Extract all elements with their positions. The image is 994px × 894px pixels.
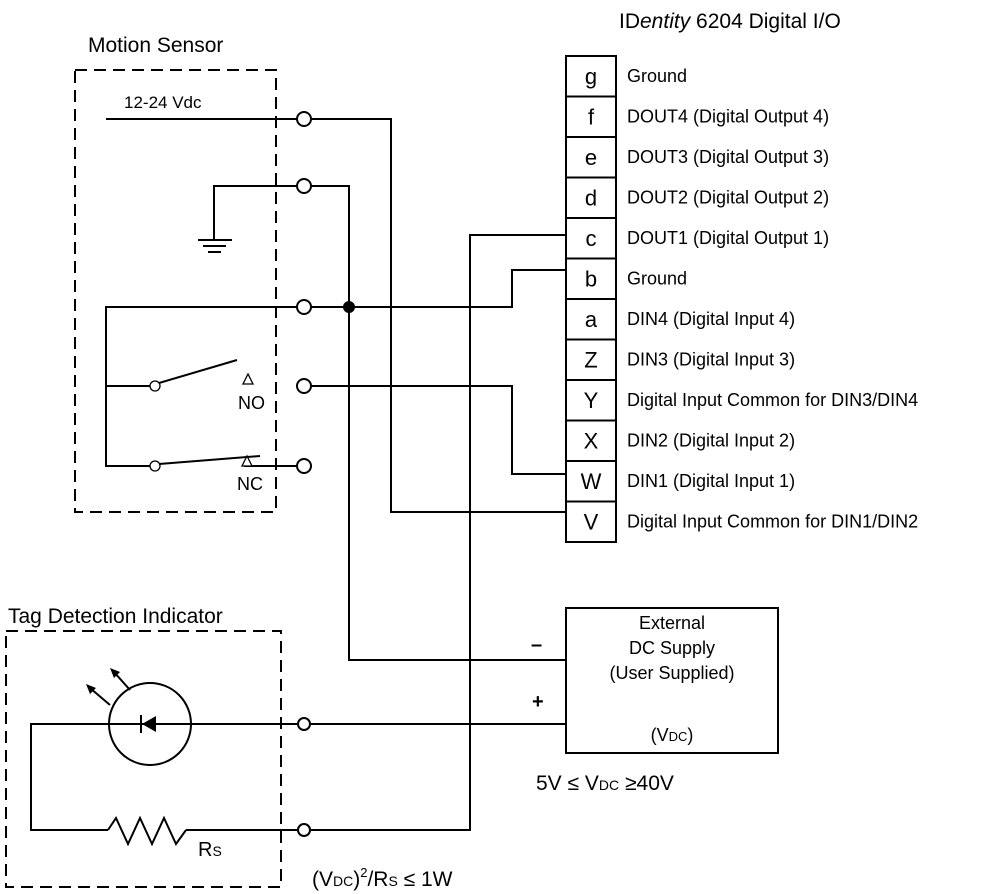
nc-label: NC bbox=[237, 474, 263, 494]
terminal-pin-label: Y bbox=[584, 388, 599, 413]
supply-line-3: (User Supplied) bbox=[609, 663, 734, 683]
minus-sign: – bbox=[531, 634, 542, 656]
indicator-enclosure bbox=[5, 630, 282, 888]
terminal-description: Digital Input Common for DIN1/DIN2 bbox=[627, 512, 918, 532]
terminal-description: DIN1 (Digital Input 1) bbox=[627, 471, 795, 491]
terminal-description: DOUT2 (Digital Output 2) bbox=[627, 188, 829, 208]
terminal-pin-label: e bbox=[585, 145, 597, 170]
terminal-cell bbox=[565, 95, 617, 138]
voltage-label: 12-24 Vdc bbox=[124, 93, 202, 112]
tag-detection-label: Tag Detection Indicator bbox=[8, 605, 223, 628]
rs-label: RS bbox=[198, 839, 222, 861]
junction-dot bbox=[343, 301, 355, 313]
supply-constraint: 5V ≤ VDC ≥40V bbox=[536, 772, 674, 795]
terminal-description: DIN4 (Digital Input 4) bbox=[627, 309, 795, 329]
terminal-description: Digital Input Common for DIN3/DIN4 bbox=[627, 390, 918, 410]
terminal-cell bbox=[565, 500, 617, 543]
terminal-cell bbox=[565, 419, 617, 462]
plus-sign: + bbox=[532, 691, 544, 713]
terminal-pin-label: V bbox=[584, 510, 599, 535]
terminal-pin-label: Z bbox=[584, 348, 597, 373]
motion-sensor-enclosure bbox=[74, 69, 277, 513]
wires bbox=[30, 118, 566, 831]
terminal-description: DIN2 (Digital Input 2) bbox=[627, 431, 795, 451]
terminal-pin-label: f bbox=[588, 105, 595, 130]
motion-sensor-label: Motion Sensor bbox=[88, 34, 223, 57]
indicator-terminals bbox=[297, 717, 311, 837]
terminal-cell bbox=[565, 460, 617, 503]
terminal-cell bbox=[565, 217, 617, 260]
terminal-pin-label: c bbox=[586, 226, 597, 251]
terminal-cell bbox=[565, 379, 617, 422]
supply-line-2: DC Supply bbox=[629, 638, 715, 658]
terminal-description: DOUT4 (Digital Output 4) bbox=[627, 107, 829, 127]
io-title: IDentity 6204 Digital I/O bbox=[619, 10, 841, 33]
terminal-description: DOUT1 (Digital Output 1) bbox=[627, 228, 829, 248]
switch-no: NO bbox=[149, 359, 265, 413]
led-icon bbox=[86, 668, 192, 766]
dc-supply-box bbox=[565, 607, 779, 754]
power-formula: (VDC)2/RS ≤ 1W bbox=[312, 865, 453, 891]
terminal-pin-label: b bbox=[585, 267, 597, 292]
resistor-icon bbox=[107, 815, 187, 847]
terminal-pin-label: a bbox=[585, 307, 598, 332]
sensor-terminals bbox=[296, 111, 312, 474]
terminal-description: DIN3 (Digital Input 3) bbox=[627, 350, 795, 370]
terminal-description: DOUT3 (Digital Output 3) bbox=[627, 147, 829, 167]
ground-icon bbox=[198, 239, 232, 253]
supply-line-1: External bbox=[639, 613, 705, 633]
terminal-pin-label: X bbox=[584, 429, 599, 454]
terminal-description: Ground bbox=[627, 269, 687, 289]
supply-line-4: (VDC) bbox=[651, 725, 694, 745]
no-label: NO bbox=[238, 393, 265, 413]
terminal-cell bbox=[565, 257, 617, 300]
terminal-description: Ground bbox=[627, 66, 687, 86]
terminal-pin-label: W bbox=[581, 469, 602, 494]
terminal-pin-label: g bbox=[585, 64, 597, 89]
terminal-cell bbox=[565, 338, 617, 381]
switch-nc: NC bbox=[149, 454, 263, 494]
terminal-cell bbox=[565, 176, 617, 219]
terminal-pin-label: d bbox=[585, 186, 597, 211]
